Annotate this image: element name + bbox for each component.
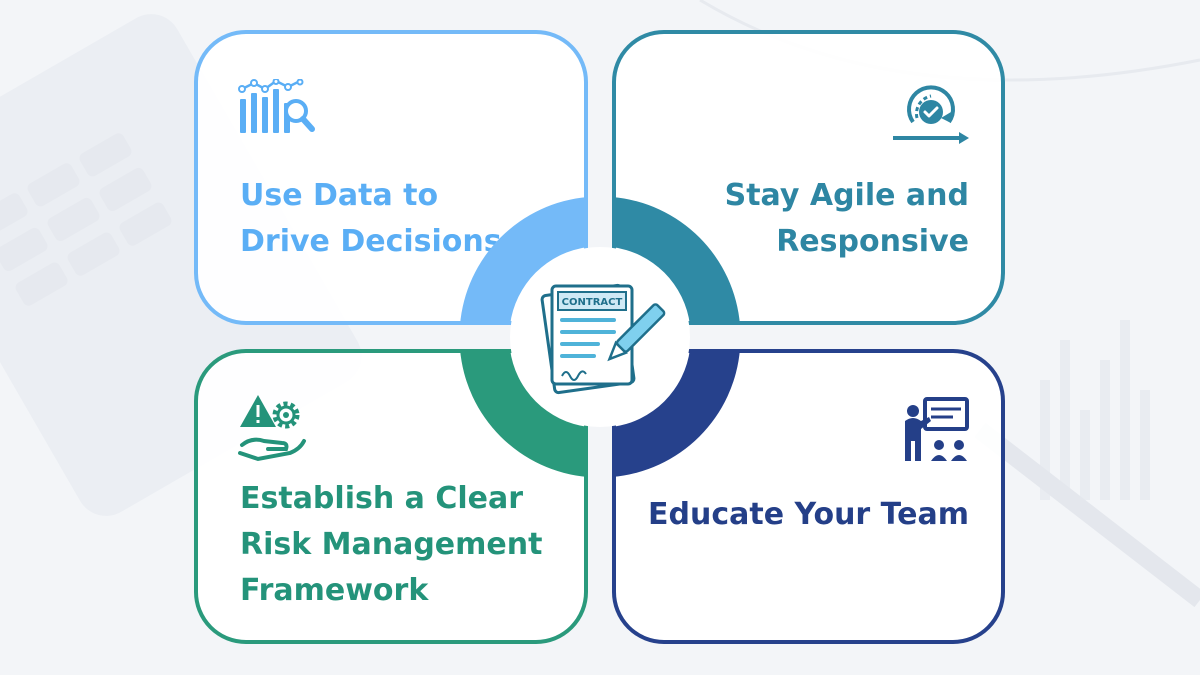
team-training-icon <box>905 397 969 461</box>
card-educate-team: Educate Your Team <box>612 349 1005 644</box>
card-title-risk-management: Establish a Clear Risk Management Framew… <box>240 481 543 608</box>
agile-cycle-icon <box>893 85 969 144</box>
card-stay-agile: Stay Agile and Responsive <box>612 30 1005 325</box>
card-title-educate-team: Educate Your Team <box>648 497 969 532</box>
card-title-use-data: Use Data to Drive Decisions <box>240 178 502 259</box>
risk-management-icon <box>238 395 306 462</box>
card-risk-management: Establish a Clear Risk Management Framew… <box>194 349 588 644</box>
card-use-data: Use Data to Drive Decisions <box>194 30 588 325</box>
card-title-stay-agile: Stay Agile and Responsive <box>724 178 969 259</box>
data-analytics-icon <box>238 79 315 133</box>
